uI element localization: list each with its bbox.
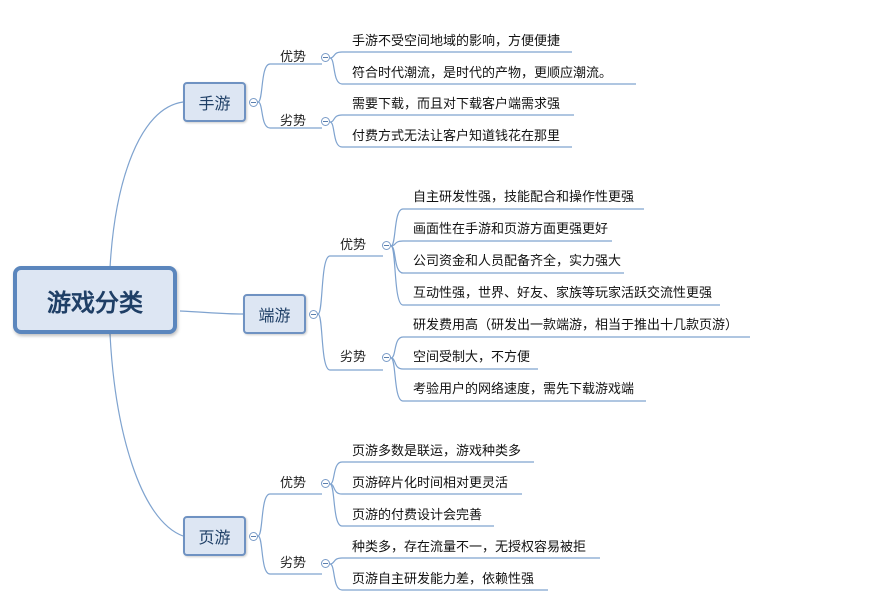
leaf-pc-pro-1: 自主研发性强，技能配合和操作性更强 xyxy=(413,190,635,205)
group-label-web-pros: 优势 xyxy=(280,476,307,491)
leaf-connector xyxy=(329,57,343,85)
leaf-pc-pro-4: 互动性强，世界、好友、家族等玩家活跃交流性更强 xyxy=(413,286,713,301)
leaf-pc-con-1: 研发费用高（研发出一款端游，相当于推出十几款页游） xyxy=(413,318,739,333)
collapse-icon[interactable] xyxy=(321,559,330,568)
branch-label: 端游 xyxy=(258,306,291,325)
group-connector xyxy=(257,63,271,103)
leaf-web-con-2: 页游自主研发能力差，依赖性强 xyxy=(352,572,535,587)
leaf-connector xyxy=(329,114,343,123)
collapse-icon[interactable] xyxy=(309,310,318,319)
collapse-icon[interactable] xyxy=(321,479,330,488)
leaf-mobile-con-2: 付费方式无法让客户知道钱花在那里 xyxy=(352,129,561,144)
branch-label: 手游 xyxy=(198,94,231,113)
leaf-pc-pro-2: 画面性在手游和页游方面更强更好 xyxy=(413,222,609,237)
collapse-icon[interactable] xyxy=(249,532,258,541)
leaf-connector xyxy=(329,557,343,565)
group-label-pc-pros: 优势 xyxy=(340,238,367,253)
leaf-web-pro-3: 页游的付费设计会完善 xyxy=(352,508,483,523)
leaf-mobile-pro-2: 符合时代潮流，是时代的产物，更顺应潮流。 xyxy=(352,66,613,81)
group-label-mobile-pros: 优势 xyxy=(280,50,307,65)
leaf-connector xyxy=(329,483,343,527)
collapse-icon[interactable] xyxy=(321,53,330,62)
root-node[interactable]: 游戏分类 xyxy=(13,266,177,334)
group-label-mobile-cons: 劣势 xyxy=(280,114,307,129)
leaf-connector xyxy=(329,461,343,485)
leaf-pc-pro-3: 公司资金和人员配备齐全，实力强大 xyxy=(413,254,622,269)
leaf-connector xyxy=(390,357,404,402)
group-connector xyxy=(257,493,271,537)
leaf-web-con-1: 种类多，存在流量不一，无授权容易被拒 xyxy=(352,540,587,555)
leaf-pc-con-3: 考验用户的网络速度，需先下载游戏端 xyxy=(413,382,635,397)
leaf-connector xyxy=(390,336,404,359)
leaf-connector xyxy=(329,563,343,591)
branch-node-mobile[interactable]: 手游 xyxy=(183,82,246,122)
group-connector xyxy=(257,535,271,575)
group-label-web-cons: 劣势 xyxy=(280,556,307,571)
leaf-connector xyxy=(329,51,343,59)
branch-node-web[interactable]: 页游 xyxy=(183,516,246,556)
leaf-pc-con-2: 空间受制大，不方便 xyxy=(413,350,531,365)
branch-node-pc[interactable]: 端游 xyxy=(243,294,306,334)
leaf-mobile-pro-1: 手游不受空间地域的影响，方便便捷 xyxy=(352,34,561,49)
collapse-icon[interactable] xyxy=(382,241,391,250)
root-connector xyxy=(109,333,184,537)
group-connector xyxy=(257,101,271,129)
leaf-web-pro-2: 页游碎片化时间相对更灵活 xyxy=(352,476,509,491)
leaf-mobile-con-1: 需要下载，而且对下载客户端需求强 xyxy=(352,97,561,112)
collapse-icon[interactable] xyxy=(321,117,330,126)
root-label: 游戏分类 xyxy=(47,288,143,317)
root-connector xyxy=(179,310,244,315)
group-connector xyxy=(317,313,331,371)
leaf-connector xyxy=(390,245,404,306)
root-connector xyxy=(109,101,184,269)
leaf-connector xyxy=(329,121,343,148)
collapse-icon[interactable] xyxy=(382,353,391,362)
leaf-connector xyxy=(390,208,404,247)
group-label-pc-cons: 劣势 xyxy=(340,350,367,365)
branch-label: 页游 xyxy=(198,528,231,547)
leaf-web-pro-1: 页游多数是联运，游戏种类多 xyxy=(352,444,522,459)
collapse-icon[interactable] xyxy=(249,98,258,107)
group-connector xyxy=(317,255,331,315)
